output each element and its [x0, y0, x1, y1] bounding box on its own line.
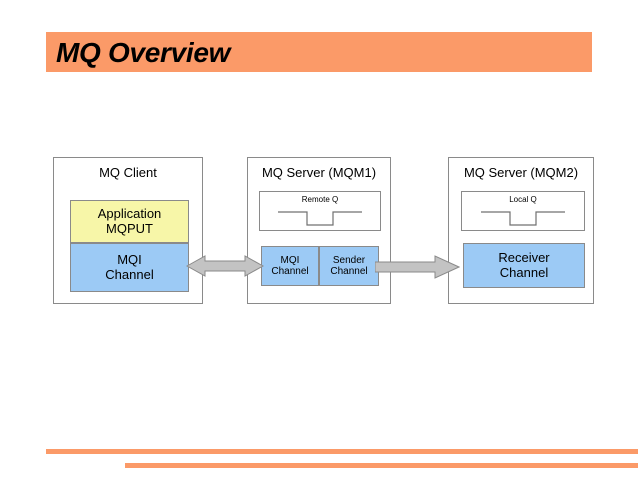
panel-title-mq-client: MQ Client — [99, 165, 157, 180]
block-mqi-server-line1: MQI — [280, 254, 300, 266]
queue-label-local-q: Local Q — [509, 195, 537, 204]
panel-mq-client: MQ Client Application MQPUT MQI Channel — [53, 157, 203, 304]
queue-box-remote-q: Remote Q — [259, 191, 381, 231]
queue-glyph-icon — [278, 211, 362, 226]
block-application-mqput: Application MQPUT — [70, 200, 189, 243]
queue-box-local-q: Local Q — [461, 191, 585, 231]
block-mqi-server-line2: Channel — [271, 266, 309, 277]
panel-title-mq-server-mqm1: MQ Server (MQM1) — [261, 165, 377, 180]
footer-bar-primary — [46, 449, 638, 454]
page-title: MQ Overview — [56, 37, 231, 68]
queue-label-remote-q: Remote Q — [301, 195, 339, 204]
footer-bar-secondary — [125, 463, 638, 468]
arrow-mqm1-to-mqm2-icon — [375, 255, 460, 279]
block-receiver-line1: Receiver — [498, 249, 550, 265]
block-application-line2: MQPUT — [106, 220, 153, 236]
block-mqi-channel-mqm1: MQI Channel — [261, 246, 319, 286]
block-mqi-channel-client: MQI Channel — [70, 243, 189, 292]
block-mqi-client-line1: MQI — [117, 251, 142, 267]
title-banner — [46, 32, 592, 72]
queue-glyph-icon — [481, 211, 565, 226]
block-receiver-line2: Channel — [499, 264, 549, 280]
block-mqi-client-line2: Channel — [105, 266, 154, 282]
panel-mq-server-mqm1: MQ Server (MQM1) Remote Q MQI Channel Se… — [247, 157, 391, 304]
panel-title-mq-server-mqm2: MQ Server (MQM2) — [463, 165, 579, 180]
block-sender-line2: Channel — [330, 266, 368, 277]
arrow-client-to-mqm1-icon — [186, 255, 264, 277]
block-receiver-channel: Receiver Channel — [463, 243, 585, 288]
panel-mq-server-mqm2: MQ Server (MQM2) Local Q Receiver Channe… — [448, 157, 594, 304]
block-sender-line1: Sender — [332, 254, 366, 266]
block-application-line1: Application — [97, 205, 162, 221]
block-sender-channel: Sender Channel — [319, 246, 379, 286]
